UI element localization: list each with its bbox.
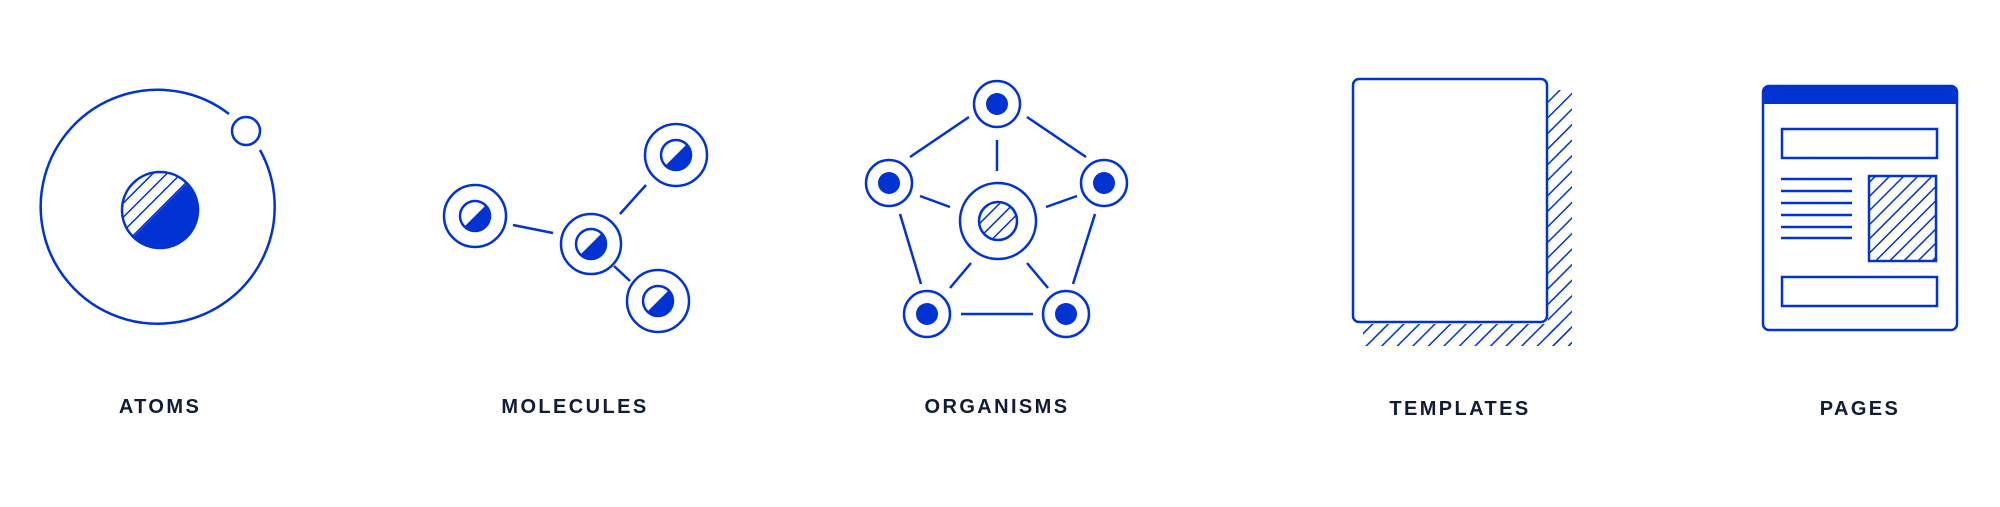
molecule-icon bbox=[442, 122, 709, 334]
page-icon bbox=[1761, 84, 1959, 332]
organism-icon bbox=[864, 79, 1129, 339]
template-icon bbox=[1351, 77, 1572, 346]
label-atoms: ATOMS bbox=[118, 396, 202, 418]
label-pages: PAGES bbox=[1819, 398, 1901, 420]
label-organisms: ORGANISMS bbox=[924, 396, 1070, 418]
atom-icon bbox=[39, 88, 276, 325]
label-templates: TEMPLATES bbox=[1389, 398, 1531, 420]
label-molecules: MOLECULES bbox=[501, 396, 649, 418]
